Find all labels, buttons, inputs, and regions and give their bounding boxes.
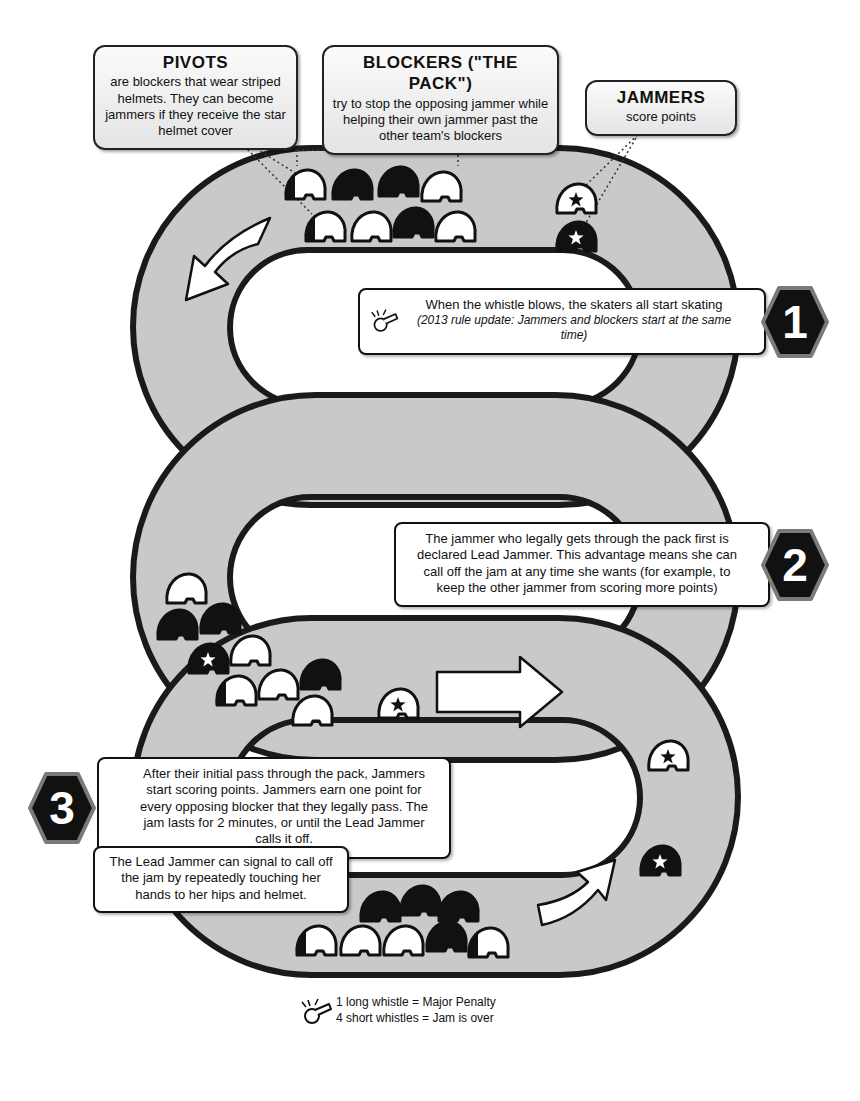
callout-box: JAMMERSscore points	[585, 80, 737, 136]
step-text: The jammer who legally gets through the …	[410, 531, 744, 596]
callout-text: are blockers that wear striped helmets. …	[103, 74, 288, 139]
hexagon-outline	[30, 774, 94, 842]
direction-arrow	[186, 218, 270, 300]
step-number-hexagon: 2	[761, 529, 829, 601]
direction-arrow	[437, 657, 562, 727]
step-text: After their initial pass through the pac…	[129, 766, 439, 847]
callout-number: 1	[782, 299, 808, 345]
step-text: The Lead Jammer can signal to call off t…	[105, 854, 337, 903]
note-box: The Lead Jammer can signal to call off t…	[93, 846, 349, 913]
step-text: When the whistle blows, the skaters all …	[410, 297, 738, 313]
step-box: When the whistle blows, the skaters all …	[358, 288, 766, 355]
callout-box: PIVOTSare blockers that wear striped hel…	[93, 45, 298, 150]
hexagon-outline	[763, 288, 827, 356]
direction-arrow	[538, 860, 615, 925]
step-number-hexagon: 3	[28, 772, 96, 844]
callout-number: 2	[782, 542, 808, 588]
step-box: The jammer who legally gets through the …	[394, 522, 770, 607]
whistle-icon	[372, 309, 398, 330]
hexagon-outline	[763, 531, 827, 599]
callout-heading: JAMMERS	[595, 87, 727, 108]
legend-text: 1 long whistle = Major Penalty	[336, 994, 496, 1010]
callout-heading: PIVOTS	[103, 52, 288, 73]
step-box: After their initial pass through the pac…	[97, 757, 451, 859]
callout-text: try to stop the opposing jammer while he…	[332, 96, 549, 145]
callout-text: score points	[595, 109, 727, 125]
callout-number: 3	[49, 785, 75, 831]
legend-text: 4 short whistles = Jam is over	[336, 1010, 496, 1026]
callout-box: BLOCKERS ("THE PACK")try to stop the opp…	[322, 45, 559, 155]
legend: 1 long whistle = Major Penalty4 short wh…	[336, 994, 496, 1026]
step-number-hexagon: 1	[761, 286, 829, 358]
callout-heading: BLOCKERS ("THE PACK")	[332, 52, 549, 95]
whistle-icon	[370, 307, 400, 337]
step-text: (2013 rule update: Jammers and blockers …	[410, 313, 738, 343]
